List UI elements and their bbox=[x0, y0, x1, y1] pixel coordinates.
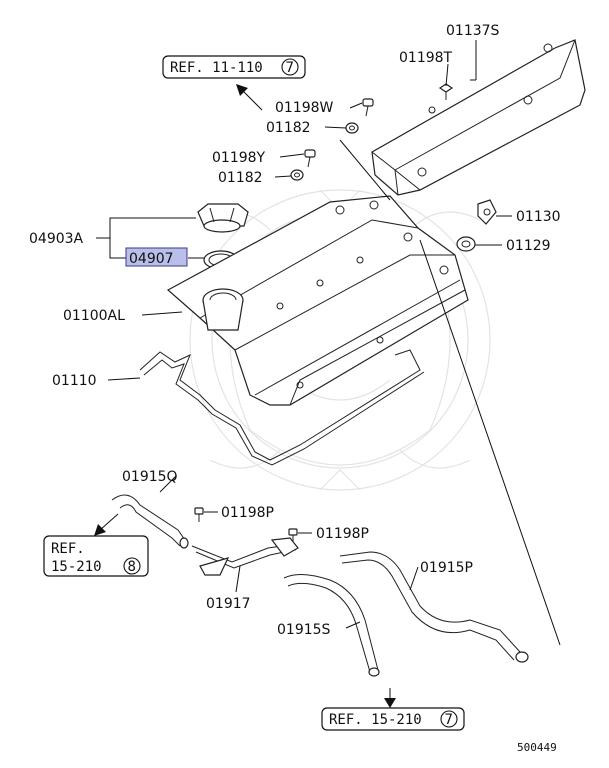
oil-cap-04903A bbox=[197, 203, 249, 233]
label-01915P[interactable]: 01915P bbox=[420, 560, 473, 576]
bolt-01198W bbox=[362, 98, 374, 117]
label-01198P-b[interactable]: 01198P bbox=[316, 526, 369, 542]
ref-line-cover bbox=[419, 239, 561, 646]
leader-lines bbox=[96, 40, 512, 629]
label-01198W[interactable]: 01198W bbox=[275, 100, 334, 116]
label-01198Y[interactable]: 01198Y bbox=[212, 150, 266, 166]
bolt-01198Y bbox=[304, 149, 316, 168]
pipe-01917 bbox=[191, 537, 299, 576]
label-01915S[interactable]: 01915S bbox=[277, 622, 331, 638]
cover-01137S bbox=[371, 39, 586, 196]
label-01129[interactable]: 01129 bbox=[506, 238, 551, 254]
hose-01915S bbox=[283, 574, 380, 677]
label-04903A[interactable]: 04903A bbox=[29, 231, 84, 247]
ref-left-circled: 8 bbox=[128, 559, 136, 575]
ref-bottom-circled: 7 bbox=[445, 712, 453, 728]
diagram-code: 500449 bbox=[517, 741, 557, 754]
label-01917[interactable]: 01917 bbox=[206, 596, 251, 612]
label-01182-lower[interactable]: 01182 bbox=[218, 170, 263, 186]
ref-top-text: REF. 11-110 bbox=[170, 60, 263, 76]
label-01198P-a[interactable]: 01198P bbox=[221, 505, 274, 521]
label-01110[interactable]: 01110 bbox=[52, 373, 97, 389]
label-04907[interactable]: 04907 bbox=[129, 251, 174, 267]
label-01100AL[interactable]: 01100AL bbox=[63, 308, 125, 324]
bolt-01198P-b bbox=[288, 528, 298, 543]
hose-01915P bbox=[339, 551, 529, 663]
ref-box-bottom[interactable]: REF. 15-210 7 bbox=[321, 707, 465, 731]
gasket-01110 bbox=[139, 349, 425, 466]
grommet-01129 bbox=[456, 236, 476, 252]
ref-left-line2: 15-210 bbox=[51, 559, 102, 575]
ref-box-top[interactable]: REF. 11-110 7 bbox=[162, 55, 306, 79]
label-01137S[interactable]: 01137S bbox=[446, 23, 500, 39]
label-01915Q[interactable]: 01915Q bbox=[122, 469, 178, 485]
washer-01182-upper bbox=[345, 122, 359, 134]
ref-bottom-text: REF. 15-210 bbox=[329, 712, 422, 728]
washer-01182-lower bbox=[290, 169, 304, 181]
label-01182-upper[interactable]: 01182 bbox=[266, 120, 311, 136]
rocker-cover-01100AL bbox=[166, 195, 469, 406]
ref-box-left[interactable]: REF. 15-210 8 bbox=[43, 535, 149, 577]
ref-top-circled: 7 bbox=[286, 60, 294, 76]
label-01198T[interactable]: 01198T bbox=[399, 50, 453, 66]
bolt-01198T bbox=[438, 83, 454, 100]
bolt-01198P-a bbox=[194, 507, 204, 522]
label-01130[interactable]: 01130 bbox=[516, 209, 561, 225]
highlight-04907 bbox=[125, 247, 188, 267]
ref-left-line1: REF. bbox=[51, 541, 85, 557]
hose-01915Q bbox=[111, 494, 189, 549]
arrow-down-icon bbox=[384, 688, 396, 708]
ref-line-cover-top bbox=[339, 139, 391, 201]
arrow-up-left-icon bbox=[236, 84, 263, 111]
plug-01130 bbox=[477, 199, 497, 225]
arrow-down-left-icon bbox=[94, 513, 119, 536]
